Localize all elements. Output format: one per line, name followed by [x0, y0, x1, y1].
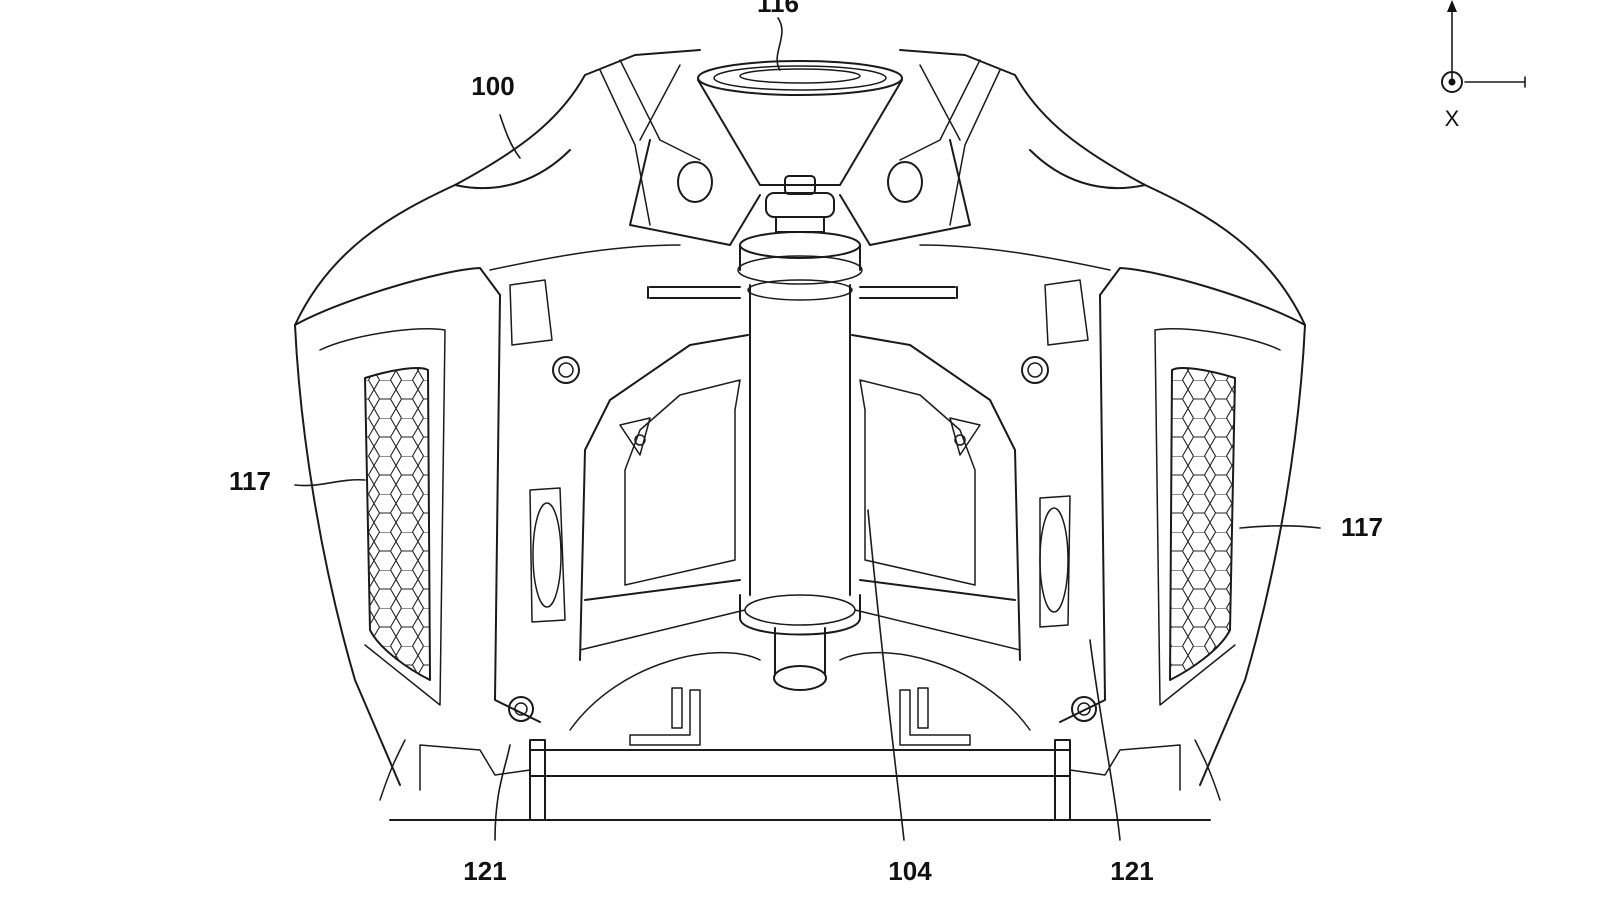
label-117-right: 117 [1341, 512, 1383, 542]
vehicle-body-outline [294, 49, 1306, 326]
side-panel-left [294, 267, 580, 786]
label-121-left: 121 [463, 856, 506, 886]
label-100: 100 [471, 71, 514, 101]
axis-indicator: X [1441, 0, 1526, 131]
leader-lines [294, 17, 1321, 841]
label-117-left: 117 [229, 466, 271, 496]
top-cap-116 [639, 60, 961, 186]
canister-104 [737, 175, 863, 691]
axis-x-label: X [1445, 106, 1460, 131]
reference-labels: 116 100 117 117 121 104 121 [229, 0, 1383, 886]
label-104: 104 [888, 856, 932, 886]
label-116: 116 [757, 0, 799, 18]
inner-frame [569, 334, 1031, 731]
upper-bracket [489, 139, 1111, 271]
label-121-right: 121 [1110, 856, 1153, 886]
cross-bar [647, 286, 958, 299]
lower-mount [379, 687, 1221, 821]
side-panel-right [1021, 267, 1306, 786]
